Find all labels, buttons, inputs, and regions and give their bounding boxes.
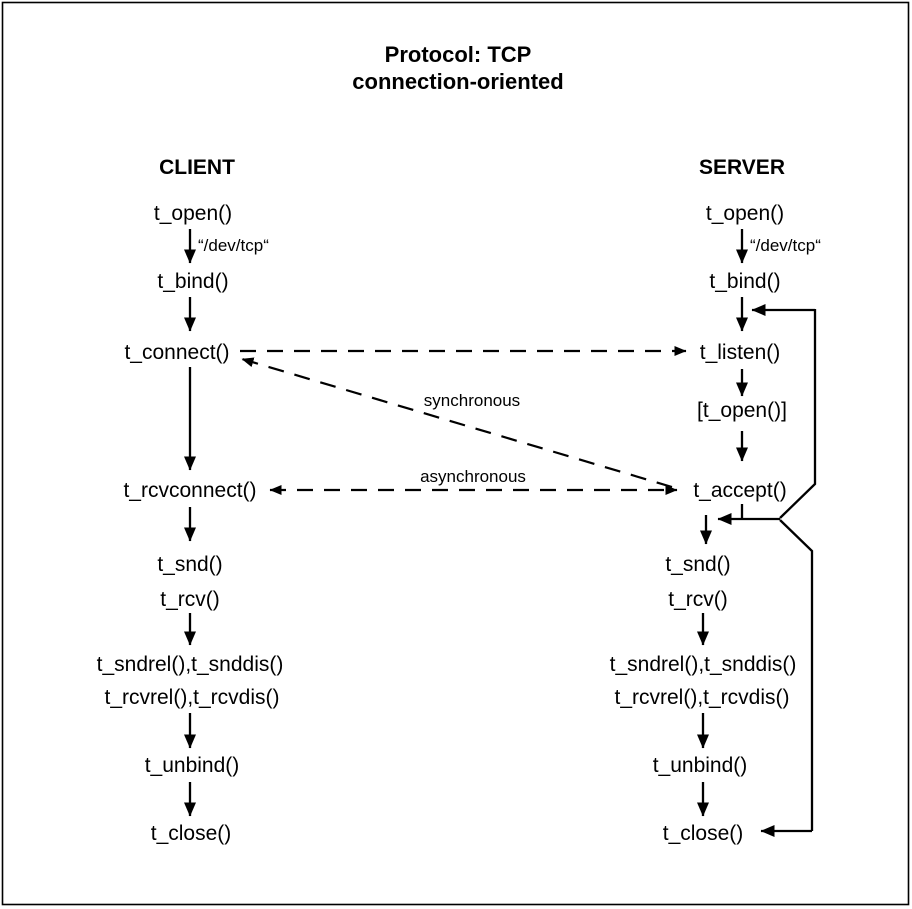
diagram-title-line2: connection-oriented bbox=[352, 69, 563, 94]
client-node-t-unbind: t_unbind() bbox=[145, 754, 240, 777]
server-loop-connectors bbox=[751, 304, 817, 837]
server-header: SERVER bbox=[699, 156, 785, 179]
loop-lower-vertical-line bbox=[779, 519, 814, 831]
client-node-t-bind: t_bind() bbox=[157, 270, 228, 293]
label-synchronous: synchronous bbox=[424, 391, 520, 410]
client-node-t-rcvconnect: t_rcvconnect() bbox=[123, 479, 256, 502]
server-node-t-sndrel-snddis: t_sndrel(),t_snddis() bbox=[610, 653, 797, 676]
diagram-title-line1: Protocol: TCP bbox=[385, 42, 532, 67]
label-asynchronous: asynchronous bbox=[420, 467, 526, 486]
server-column: SERVER t_open() “/dev/tcp“ t_bind() t_li… bbox=[610, 156, 822, 845]
server-device-label: “/dev/tcp“ bbox=[750, 236, 821, 255]
client-header: CLIENT bbox=[159, 156, 235, 179]
server-node-t-close: t_close() bbox=[663, 822, 744, 845]
server-node-t-unbind: t_unbind() bbox=[653, 754, 748, 777]
client-node-t-open: t_open() bbox=[154, 202, 232, 225]
server-node-t-listen: t_listen() bbox=[700, 341, 781, 364]
server-node-t-open-optional: [t_open()] bbox=[697, 399, 787, 422]
server-node-t-snd: t_snd() bbox=[665, 553, 730, 576]
protocol-exchange-lines: synchronous asynchronous bbox=[240, 346, 687, 495]
client-node-t-sndrel-snddis: t_sndrel(),t_snddis() bbox=[97, 653, 284, 676]
server-node-t-accept: t_accept() bbox=[693, 479, 786, 502]
server-node-t-rcvrel-rcvdis: t_rcvrel(),t_rcvdis() bbox=[614, 686, 789, 709]
server-node-t-open: t_open() bbox=[706, 202, 784, 225]
server-node-t-rcv: t_rcv() bbox=[668, 588, 728, 611]
client-node-t-connect: t_connect() bbox=[124, 341, 229, 364]
loop-upper-vertical-line bbox=[779, 309, 817, 519]
client-node-t-close: t_close() bbox=[151, 822, 232, 845]
client-column: CLIENT t_open() “/dev/tcp“ t_bind() t_co… bbox=[97, 156, 284, 845]
client-node-t-snd: t_snd() bbox=[157, 553, 222, 576]
client-node-t-rcvrel-rcvdis: t_rcvrel(),t_rcvdis() bbox=[104, 686, 279, 709]
dashed-arrow-accept-to-connect-synchronous bbox=[241, 357, 673, 489]
client-node-t-rcv: t_rcv() bbox=[160, 588, 220, 611]
server-node-t-bind: t_bind() bbox=[709, 270, 780, 293]
client-device-label: “/dev/tcp“ bbox=[198, 236, 269, 255]
